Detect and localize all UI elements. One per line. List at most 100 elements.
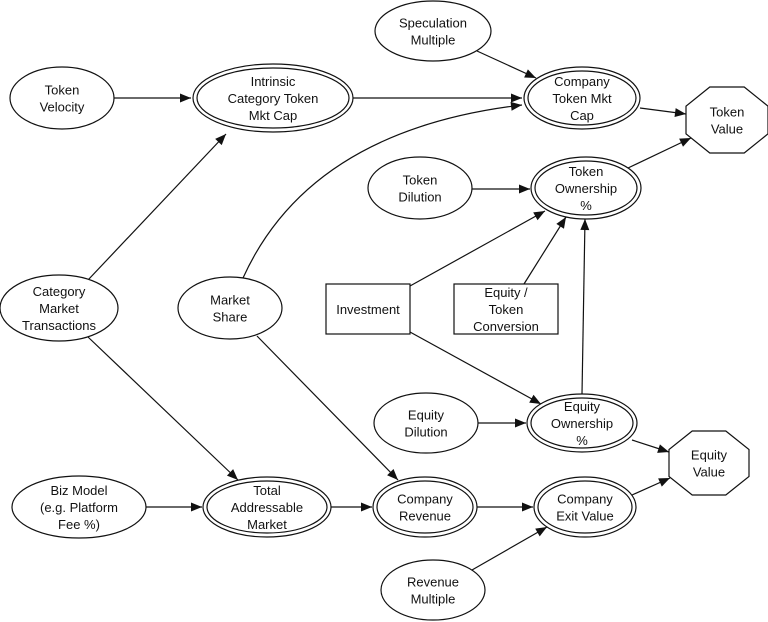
node-label: Market — [247, 517, 287, 532]
edge-line — [581, 218, 586, 395]
edge-tam-to-company-revenue — [331, 502, 372, 512]
node-label: Token — [45, 83, 80, 98]
node-label: Revenue — [407, 575, 459, 590]
ellipse-shape — [9, 66, 115, 130]
node-label: Equity — [691, 448, 728, 463]
inner-ellipse-shape — [376, 480, 474, 534]
arrowhead-icon — [226, 469, 238, 480]
node-label: Ownership — [551, 416, 613, 431]
node-label: Transactions — [22, 318, 96, 333]
node-label: Speculation — [399, 16, 467, 31]
node-label: Intrinsic — [251, 74, 296, 89]
arrowhead-icon — [524, 69, 536, 78]
edge-investment-to-token-ownership — [409, 210, 546, 287]
edge-investment-to-equity-ownership — [409, 331, 542, 405]
node-label: (e.g. Platform — [40, 500, 118, 515]
node-label: Company — [557, 492, 613, 507]
arrowhead-icon — [387, 468, 398, 480]
node-label: Total — [253, 483, 281, 498]
ellipse-shape — [374, 0, 492, 62]
edge-line — [242, 104, 523, 279]
arrowhead-icon — [580, 219, 590, 231]
box-shape — [453, 283, 559, 335]
edge-company-token-cap-to-token-value — [639, 107, 687, 118]
arrowhead-icon — [215, 134, 226, 146]
node-label: Market — [39, 301, 79, 316]
node-label: Biz Model — [50, 483, 107, 498]
node-label: Cap — [570, 108, 594, 123]
arrowhead-icon — [658, 478, 670, 487]
node-label: Value — [693, 465, 725, 480]
edge-equity-ownership-to-equity-value — [631, 439, 670, 453]
edge-line — [471, 526, 548, 571]
edge-line — [256, 335, 399, 481]
octagon-shape — [685, 86, 768, 154]
arrowhead-icon — [674, 108, 686, 118]
inner-ellipse-shape — [196, 67, 350, 129]
node-label: Company — [554, 74, 610, 89]
arrowhead-icon — [515, 418, 526, 428]
node-label: Share — [213, 310, 248, 325]
node-label: Investment — [336, 302, 400, 317]
edge-line — [409, 331, 542, 405]
ellipse-shape — [367, 156, 473, 220]
ellipse-shape — [0, 274, 119, 342]
arrowhead-icon — [679, 138, 691, 147]
node-label: Token — [569, 164, 604, 179]
node-label: Value — [711, 122, 743, 137]
node-label: Addressable — [231, 500, 303, 515]
inner-ellipse-shape — [537, 480, 633, 534]
box-shape — [325, 283, 411, 335]
edge-equity-ownership-to-token-ownership — [580, 218, 590, 395]
inner-ellipse-shape — [206, 480, 328, 534]
arrowhead-icon — [522, 502, 533, 512]
node-label: Dilution — [404, 425, 447, 440]
edge-line — [627, 137, 692, 169]
arrowhead-icon — [519, 184, 530, 194]
arrowhead-icon — [657, 444, 669, 453]
node-label: Token — [489, 302, 524, 317]
node-label: Equity — [408, 408, 445, 423]
ellipse-shape — [11, 475, 147, 539]
node-label: Velocity — [40, 100, 85, 115]
node-label: Mkt Cap — [249, 108, 297, 123]
ellipse-shape — [177, 276, 283, 340]
ellipse-shape — [373, 392, 479, 454]
arrowhead-icon — [361, 502, 372, 512]
arrowhead-icon — [510, 101, 522, 111]
node-label: Token — [710, 105, 745, 120]
node-label: Ownership — [555, 181, 617, 196]
edge-line — [87, 336, 239, 481]
arrowhead-icon — [556, 217, 566, 229]
edge-company-exit-to-equity-value — [631, 477, 671, 496]
node-label: Fee %) — [58, 517, 100, 532]
node-label: Token — [403, 173, 438, 188]
edge-token-ownership-to-token-value — [627, 137, 692, 169]
node-investment: Investment — [325, 283, 411, 335]
inner-ellipse-shape — [530, 397, 634, 449]
edge-token-dilution-to-token-ownership — [472, 184, 530, 194]
edge-category-tx-to-tam — [87, 336, 239, 481]
edges-layer — [87, 50, 692, 571]
node-label: Equity / — [484, 285, 528, 300]
node-label: Equity — [564, 399, 601, 414]
arrowhead-icon — [529, 394, 541, 404]
edge-line — [523, 216, 567, 285]
edge-line — [87, 133, 227, 281]
edge-intrinsic-cap-to-company-token-cap — [353, 93, 522, 103]
node-label: % — [580, 198, 592, 213]
node-label: Conversion — [473, 319, 539, 334]
node-label: Token Mkt — [552, 91, 612, 106]
